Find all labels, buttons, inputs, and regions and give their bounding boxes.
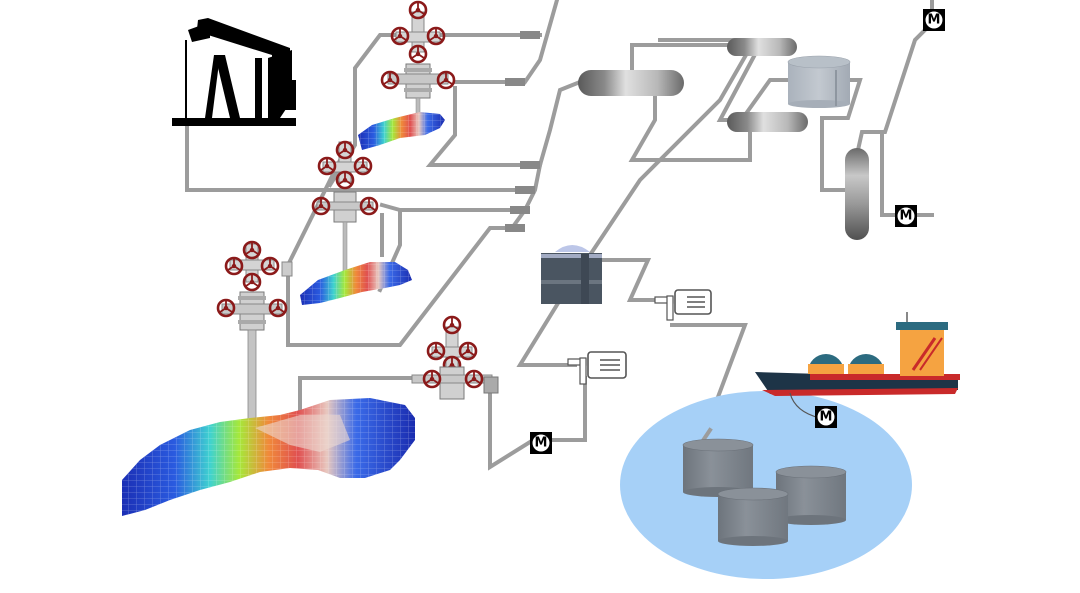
meter-ship[interactable]: M: [815, 406, 837, 428]
pump-jack-icon: [172, 18, 296, 126]
separator-lower[interactable]: [727, 112, 808, 132]
storage-tank-2[interactable]: [717, 487, 789, 546]
storage-tank-top[interactable]: [787, 55, 851, 108]
separator-upper[interactable]: [727, 38, 797, 56]
separator-large[interactable]: [578, 70, 684, 96]
meter-label: M: [820, 410, 833, 425]
meter-label: M: [900, 209, 913, 224]
tank-farm-pool: [620, 391, 912, 579]
reservoir-small-1: [358, 112, 445, 150]
water-tank[interactable]: [541, 245, 602, 304]
separator-vertical[interactable]: [845, 148, 869, 240]
meter-right[interactable]: M: [895, 205, 917, 227]
wellhead-3[interactable]: [216, 240, 293, 423]
manifold-connectors: [505, 31, 540, 232]
lpg-tanker-ship[interactable]: [755, 312, 960, 396]
wellhead-4[interactable]: [411, 315, 499, 400]
meter-top-right[interactable]: M: [923, 9, 945, 31]
meter-label: M: [535, 436, 548, 451]
reservoir-small-2: [300, 262, 412, 305]
wellhead-2[interactable]: [311, 140, 379, 273]
pump-1[interactable]: [654, 289, 712, 321]
meter-label: M: [928, 13, 941, 28]
tank-farm: [620, 391, 912, 579]
wellhead-1[interactable]: [380, 0, 456, 129]
pump-2[interactable]: [567, 351, 627, 385]
meter-pump[interactable]: M: [530, 432, 552, 454]
reservoir-main: [122, 398, 415, 516]
storage-tank-1[interactable]: [682, 438, 754, 497]
pipe-network: [185, 0, 934, 481]
valve-icon: [408, 44, 428, 64]
